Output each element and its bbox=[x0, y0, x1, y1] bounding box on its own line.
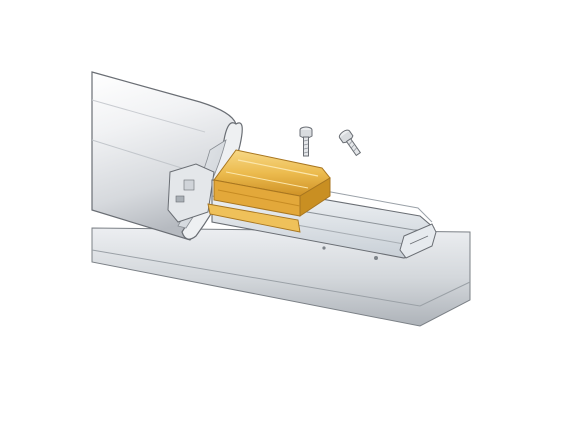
screw-angled bbox=[338, 129, 362, 157]
channel-screw-hole bbox=[322, 246, 326, 250]
splice-connector bbox=[207, 149, 331, 233]
channel-screw-hole bbox=[374, 256, 378, 260]
screw-vertical bbox=[299, 126, 313, 157]
housing-tube bbox=[91, 71, 243, 241]
